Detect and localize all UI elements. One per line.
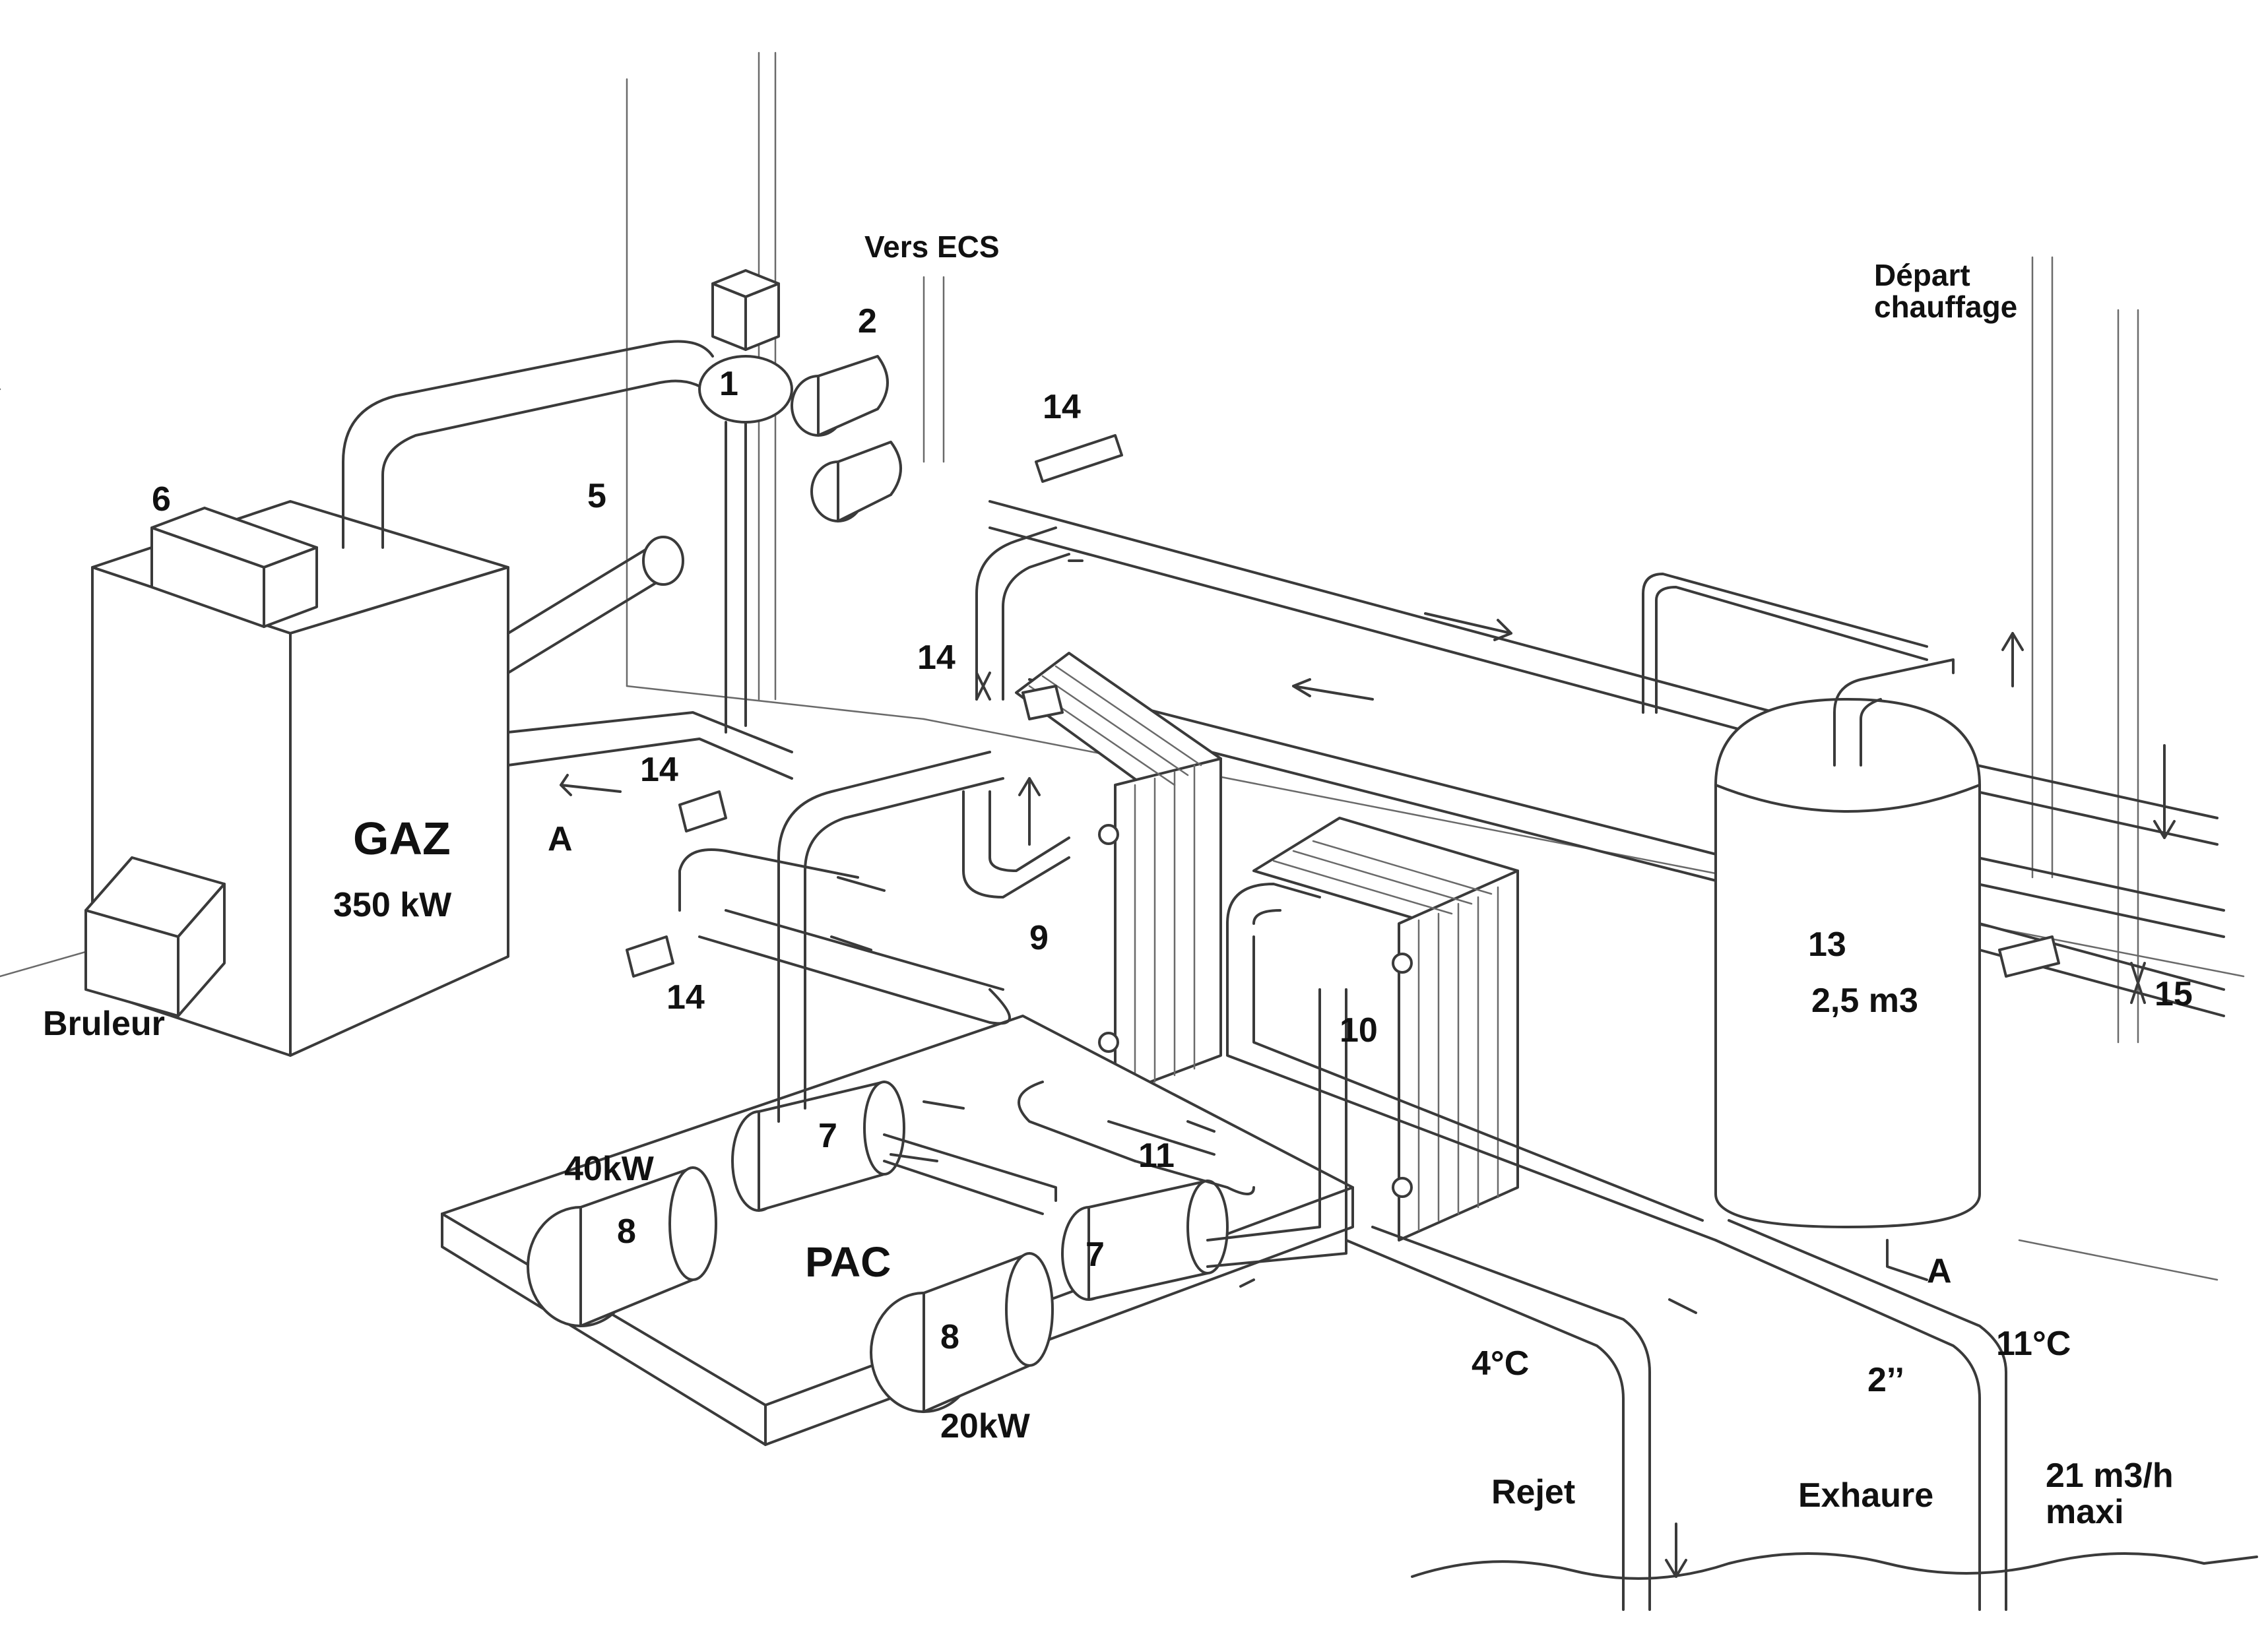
tag-13: 13 <box>1808 926 1846 964</box>
tag-7-left: 7 <box>818 1117 837 1155</box>
pump-40kw <box>527 1081 905 1327</box>
burner <box>84 856 226 1017</box>
three-way-valve-group <box>698 269 902 734</box>
tag-14-left: 14 <box>640 751 678 789</box>
label-power-20kw: 20kW <box>940 1407 1030 1445</box>
tag-1: 1 <box>719 365 738 403</box>
label-gaz-power: 350 kW <box>333 886 452 924</box>
tag-11: 11 <box>1138 1137 1175 1175</box>
pump-20kw <box>870 1180 1229 1413</box>
label-depart-chauffage: Départ chauffage <box>1874 258 2018 325</box>
label-pipe-size: 2’’ <box>1867 1361 1904 1399</box>
label-power-40kw: 40kW <box>564 1150 654 1188</box>
label-exhaure: Exhaure <box>1798 1476 1934 1515</box>
tag-14-bottom: 14 <box>666 978 705 1017</box>
tag-8-left: 8 <box>617 1212 636 1251</box>
label-section-a-right: A <box>1927 1252 1952 1290</box>
label-tank-volume: 2,5 m3 <box>1811 982 1918 1020</box>
label-flow: 21 m3/h maxi <box>2046 1457 2174 1531</box>
label-section-a-left: A <box>548 820 573 858</box>
label-pac: PAC <box>805 1238 891 1286</box>
label-gaz: GAZ <box>353 813 451 864</box>
label-temp-exhaure: 11°C <box>1996 1325 2071 1363</box>
label-temp-reject: 4°C <box>1472 1344 1530 1383</box>
tag-14-top: 14 <box>1043 388 1081 426</box>
tag-15: 15 <box>2155 975 2193 1013</box>
water-surface <box>1411 1552 2258 1580</box>
label-vers-ecs: Vers ECS <box>864 230 1000 264</box>
tag-10: 10 <box>1340 1011 1378 1050</box>
tag-2: 2 <box>858 302 877 340</box>
tag-8-right: 8 <box>940 1318 959 1356</box>
label-bruleur: Bruleur <box>43 1005 165 1043</box>
tag-6: 6 <box>152 480 171 519</box>
boiler-pipes <box>342 340 793 780</box>
valve-tags <box>626 434 2146 1004</box>
heat-exchanger-10 <box>1252 817 1519 1242</box>
label-rejet: Rejet <box>1491 1473 1576 1511</box>
tag-7-right: 7 <box>1085 1236 1105 1274</box>
tag-5: 5 <box>587 477 606 515</box>
process-pipes <box>678 526 2007 1611</box>
tag-14-mid: 14 <box>917 639 956 677</box>
storage-tank-13 <box>1642 573 1981 1228</box>
heat-exchanger-9 <box>1015 652 1222 1096</box>
tag-9: 9 <box>1029 919 1049 957</box>
flow-arrows <box>560 559 2176 1578</box>
